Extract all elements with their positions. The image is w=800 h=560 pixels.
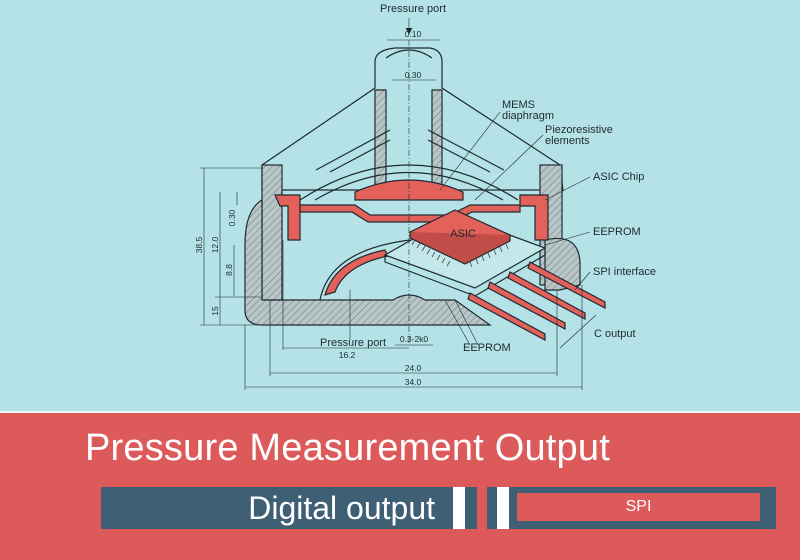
housing-left-block [261, 164, 283, 301]
dim-16-2: 16.2 [339, 350, 356, 360]
mems-diaphragm [354, 179, 464, 201]
dim-0-10: 0.10 [405, 29, 422, 39]
dim-15: 15 [210, 306, 220, 316]
housing-base [244, 198, 492, 326]
dim-8-8: 8.8 [224, 264, 234, 276]
dim-38-5: 38.5 [194, 236, 204, 253]
dim-range: 0.3-2k0 [400, 334, 429, 344]
label-pressure-port-top: Pressure port [380, 3, 446, 15]
label-c-output: C output [594, 328, 636, 340]
digital-output-label: Digital output [248, 490, 435, 526]
lead-4 [467, 292, 546, 341]
banner [0, 411, 800, 560]
label-spi-interface: SPI interface [593, 266, 656, 278]
label-eeprom-right: EEPROM [593, 226, 641, 238]
lead-3 [487, 281, 566, 330]
dim-0-30-top: 0.30 [405, 70, 422, 80]
dim-24-0: 24.0 [405, 363, 422, 373]
red-layer-right [519, 194, 549, 241]
dim-12-0: 12.0 [210, 236, 220, 253]
spi-label: SPI [517, 493, 760, 521]
digital-output-bar: Digital output [101, 487, 477, 529]
label-asic-chip: ASIC Chip [593, 171, 644, 183]
label-pressure-port-bottom: Pressure port [320, 337, 386, 349]
divider [453, 487, 465, 529]
housing-roof [261, 47, 564, 191]
red-trace [324, 249, 389, 296]
label-asic: ASIC [450, 228, 476, 240]
dim-0-30-side: 0.30 [227, 209, 237, 226]
lead-1 [527, 261, 606, 309]
dim-34-0: 34.0 [405, 377, 422, 387]
interface-bar: SPI [487, 487, 776, 529]
lead-2 [507, 271, 586, 320]
label-eeprom-bottom: EEPROM [463, 342, 511, 354]
divider [497, 487, 509, 529]
banner-title: Pressure Measurement Output [85, 427, 610, 469]
red-layer-left [274, 194, 301, 241]
